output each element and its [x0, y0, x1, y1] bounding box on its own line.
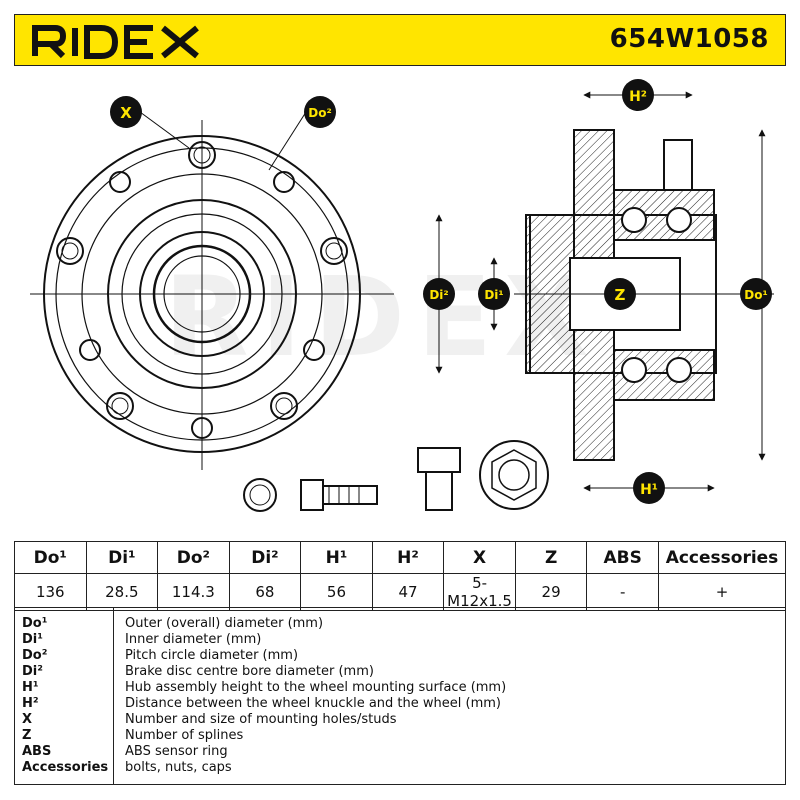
col-header-di2: Di²	[228, 541, 302, 574]
callout-do2-label: Do²	[308, 106, 331, 120]
callout-h1: H¹	[633, 472, 665, 504]
legend-key: ABS	[22, 744, 52, 759]
value-di1: 28.5	[85, 573, 159, 611]
legend-row: H² Distance between the wheel knuckle an…	[15, 696, 787, 712]
col-header-abs: ABS	[586, 541, 659, 574]
legend-key: Z	[22, 728, 32, 743]
legend-divider	[113, 608, 114, 784]
legend-desc: Hub assembly height to the wheel mountin…	[125, 680, 507, 695]
legend-desc: Outer (overall) diameter (mm)	[125, 616, 324, 631]
value-do1: 136	[14, 573, 87, 611]
value-h2: 47	[371, 573, 445, 611]
spec-table-value-row: 136 28.5 114.3 68 56 47 5-M12x1.5 29 - +	[14, 573, 786, 611]
accessories-drawing	[243, 440, 549, 512]
ridex-logo	[32, 25, 199, 59]
callout-z: Z	[604, 278, 636, 310]
col-header-z: Z	[514, 541, 588, 574]
legend-key: Do¹	[22, 616, 48, 631]
callout-h1-label: H¹	[640, 482, 658, 498]
legend: Do¹ Outer (overall) diameter (mm) Di¹ In…	[14, 607, 786, 785]
value-di2: 68	[228, 573, 302, 611]
legend-row: Do¹ Outer (overall) diameter (mm)	[15, 616, 787, 632]
legend-row: X Number and size of mounting holes/stud…	[15, 712, 787, 728]
legend-desc: Distance between the wheel knuckle and t…	[125, 696, 501, 711]
legend-desc: bolts, nuts, caps	[125, 760, 232, 775]
callout-di2-label: Di²	[429, 288, 448, 302]
hub-front-view	[30, 120, 394, 470]
callout-do2: Do²	[268, 96, 336, 171]
legend-key: Di¹	[22, 632, 43, 647]
legend-desc: Pitch circle diameter (mm)	[125, 648, 299, 663]
legend-row: ABS ABS sensor ring	[15, 744, 787, 760]
legend-row: Z Number of splines	[15, 728, 787, 744]
col-header-do2: Do²	[157, 541, 230, 574]
spec-table-header-row: Do¹ Di¹ Do² Di² H¹ H² X Z ABS Accessorie…	[14, 541, 786, 574]
legend-row: Di¹ Inner diameter (mm)	[15, 632, 787, 648]
callout-do1-label: Do¹	[744, 288, 767, 302]
col-header-do1: Do¹	[14, 541, 87, 574]
value-h1: 56	[300, 573, 373, 611]
legend-key: Do²	[22, 648, 48, 663]
callout-x-label: X	[120, 104, 132, 122]
callout-h2: H²	[622, 79, 654, 111]
legend-key: Di²	[22, 664, 43, 679]
col-header-x: X	[443, 541, 516, 574]
value-accessories: +	[658, 573, 786, 611]
legend-key: H¹	[22, 680, 39, 695]
col-header-accessories: Accessories	[658, 541, 786, 574]
legend-key: H²	[22, 696, 39, 711]
legend-row: Di² Brake disc centre bore diameter (mm)	[15, 664, 787, 680]
value-z: 29	[514, 573, 588, 611]
callout-x: X	[110, 96, 190, 149]
value-x: 5-M12x1.5	[443, 573, 516, 611]
value-abs: -	[586, 573, 659, 611]
spec-table: Do¹ Di¹ Do² Di² H¹ H² X Z ABS Accessorie…	[14, 541, 786, 611]
part-number: 654W1058	[609, 24, 769, 54]
legend-desc: Number of splines	[125, 728, 244, 743]
callout-do1: Do¹	[740, 278, 772, 310]
callout-z-label: Z	[615, 286, 626, 304]
hub-section-view	[514, 129, 774, 461]
legend-desc: Inner diameter (mm)	[125, 632, 262, 647]
col-header-h1: H¹	[300, 541, 373, 574]
legend-desc: Number and size of mounting holes/studs	[125, 712, 397, 727]
legend-row: Accessories bolts, nuts, caps	[15, 760, 787, 776]
callout-di1-label: Di¹	[484, 288, 503, 302]
callout-di1: Di¹	[478, 278, 510, 310]
legend-key: Accessories	[22, 760, 109, 775]
col-header-di1: Di¹	[85, 541, 159, 574]
legend-desc: ABS sensor ring	[125, 744, 228, 759]
hub-technical-drawing: RIDEX	[30, 79, 774, 512]
header-bar: 654W1058	[14, 14, 786, 66]
legend-row: H¹ Hub assembly height to the wheel moun…	[15, 680, 787, 696]
legend-desc: Brake disc centre bore diameter (mm)	[125, 664, 374, 679]
callout-di2: Di²	[423, 278, 455, 310]
callout-h2-label: H²	[629, 89, 647, 105]
col-header-h2: H²	[371, 541, 445, 574]
value-do2: 114.3	[157, 573, 230, 611]
legend-key: X	[22, 712, 33, 727]
legend-row: Do² Pitch circle diameter (mm)	[15, 648, 787, 664]
